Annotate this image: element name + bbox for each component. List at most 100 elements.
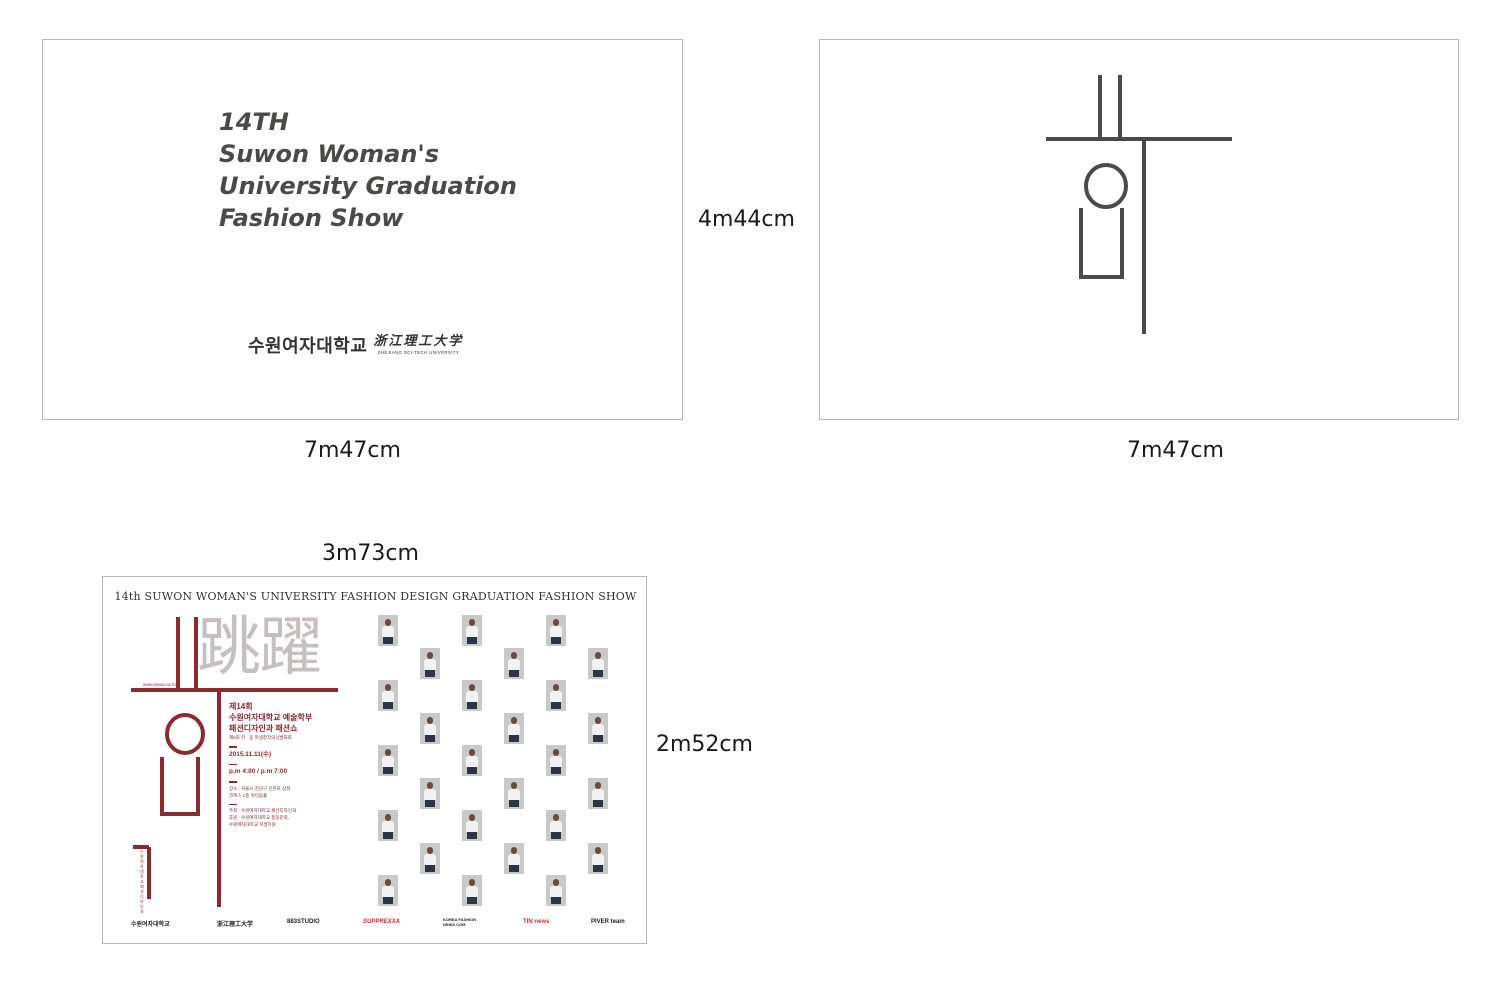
model-body bbox=[508, 723, 520, 735]
model-body bbox=[424, 853, 436, 865]
model-body bbox=[550, 756, 562, 767]
model-body bbox=[382, 691, 394, 702]
model-photo bbox=[588, 712, 608, 744]
model-body bbox=[550, 691, 562, 702]
poster-title-line: 제14회 bbox=[229, 702, 253, 711]
model-photo bbox=[462, 615, 482, 646]
model-head bbox=[553, 814, 559, 821]
model-photo bbox=[378, 680, 398, 711]
model-legs bbox=[593, 864, 603, 872]
doyak-logo-icon bbox=[1046, 75, 1232, 334]
model-photo bbox=[588, 777, 608, 809]
poster-time: p.m 4:00 / p.m 7:00 bbox=[229, 768, 288, 775]
model-head bbox=[385, 619, 391, 626]
model-legs bbox=[425, 734, 435, 742]
model-body bbox=[424, 788, 436, 800]
poster-height-label: 2m52cm bbox=[656, 732, 753, 757]
banner-panel-logo bbox=[819, 39, 1459, 420]
model-head bbox=[469, 684, 475, 691]
model-head bbox=[427, 716, 433, 724]
model-photo bbox=[462, 745, 482, 776]
model-legs bbox=[551, 637, 561, 644]
model-head bbox=[385, 749, 391, 756]
sponsor-logo: TIN news bbox=[523, 919, 550, 925]
poster-title-line: 수원여자대학교 예술학부 bbox=[229, 713, 313, 722]
model-photo bbox=[588, 647, 608, 679]
poster-vertical-text: 수원여자대학교패션디자인과 bbox=[140, 849, 144, 914]
model-photo bbox=[504, 647, 524, 679]
model-legs bbox=[551, 897, 561, 904]
model-head bbox=[511, 716, 517, 724]
divider bbox=[229, 781, 237, 783]
model-body bbox=[508, 658, 520, 670]
model-legs bbox=[467, 832, 477, 839]
poster-hanja: 跳躍 bbox=[197, 611, 323, 685]
model-photo bbox=[420, 712, 440, 744]
model-photo bbox=[378, 875, 398, 906]
model-body bbox=[382, 756, 394, 767]
poster-host: 수원여자대학교 학생지원 bbox=[229, 822, 276, 827]
model-legs bbox=[383, 767, 393, 774]
sponsor-logo: 수원여자대학교 bbox=[131, 922, 170, 928]
sponsor-logo: SUPPREXXA bbox=[363, 919, 401, 925]
model-photo bbox=[420, 777, 440, 809]
model-legs bbox=[383, 637, 393, 644]
model-photo bbox=[420, 842, 440, 874]
model-head bbox=[427, 846, 433, 854]
model-body bbox=[466, 626, 478, 637]
banner-panel-text: 14TH Suwon Woman's University Graduation… bbox=[42, 39, 683, 420]
model-head bbox=[469, 814, 475, 821]
model-legs bbox=[425, 799, 435, 807]
model-head bbox=[469, 749, 475, 756]
model-legs bbox=[383, 702, 393, 709]
model-body bbox=[382, 626, 394, 637]
model-photo bbox=[462, 680, 482, 711]
model-legs bbox=[551, 832, 561, 839]
model-legs bbox=[383, 832, 393, 839]
model-legs bbox=[551, 767, 561, 774]
model-legs bbox=[509, 734, 519, 742]
model-head bbox=[595, 651, 601, 659]
suwon-university-logo: 수원여자대학교 bbox=[248, 336, 368, 357]
model-head bbox=[511, 651, 517, 659]
model-body bbox=[382, 821, 394, 832]
model-body bbox=[550, 886, 562, 897]
model-head bbox=[427, 781, 433, 789]
show-title: 14TH Suwon Woman's University Graduation… bbox=[219, 106, 517, 234]
model-head bbox=[427, 651, 433, 659]
model-head bbox=[553, 619, 559, 626]
model-photo bbox=[462, 875, 482, 906]
dimension-width-label: 7m47cm bbox=[1127, 438, 1224, 463]
model-legs bbox=[593, 734, 603, 742]
model-photo bbox=[546, 875, 566, 906]
model-photo bbox=[378, 745, 398, 776]
model-photo bbox=[378, 615, 398, 646]
model-body bbox=[466, 756, 478, 767]
title-line: Suwon Woman's bbox=[219, 140, 440, 168]
title-line: 14TH bbox=[219, 108, 289, 136]
model-legs bbox=[425, 669, 435, 677]
sponsor-logo: KOREA FASHION NEWS.COM bbox=[443, 917, 477, 927]
poster-venue: 장소 : 서울시 강남구 신천로 삼성 bbox=[229, 785, 291, 791]
model-photo bbox=[588, 842, 608, 874]
poster-info: 제14회 수원여자대학교 예술학부 패션디자인과 패션쇼 제6회 한 · 중 학… bbox=[229, 701, 349, 828]
model-photo bbox=[504, 712, 524, 744]
model-body bbox=[592, 723, 604, 735]
zhejiang-university-cn: 浙江理工大学 bbox=[373, 334, 464, 349]
model-body bbox=[592, 788, 604, 800]
model-legs bbox=[467, 637, 477, 644]
model-body bbox=[550, 821, 562, 832]
model-body bbox=[592, 658, 604, 670]
poster-header: 14th SUWON WOMAN'S UNIVERSITY FASHION DE… bbox=[114, 590, 637, 603]
model-head bbox=[511, 781, 517, 789]
poster-date: 2015.11.11(수) bbox=[229, 750, 272, 758]
model-photo bbox=[504, 777, 524, 809]
model-head bbox=[511, 846, 517, 854]
poster-host: 주최 : 수원여자대학교 패션디자인과 bbox=[229, 808, 297, 813]
model-head bbox=[469, 619, 475, 626]
model-photo bbox=[546, 810, 566, 841]
title-line: Fashion Show bbox=[219, 204, 404, 232]
poster-subtitle: 제6회 한 · 중 학생창작의상발표회 bbox=[229, 735, 292, 740]
model-photo bbox=[546, 745, 566, 776]
model-legs bbox=[467, 897, 477, 904]
